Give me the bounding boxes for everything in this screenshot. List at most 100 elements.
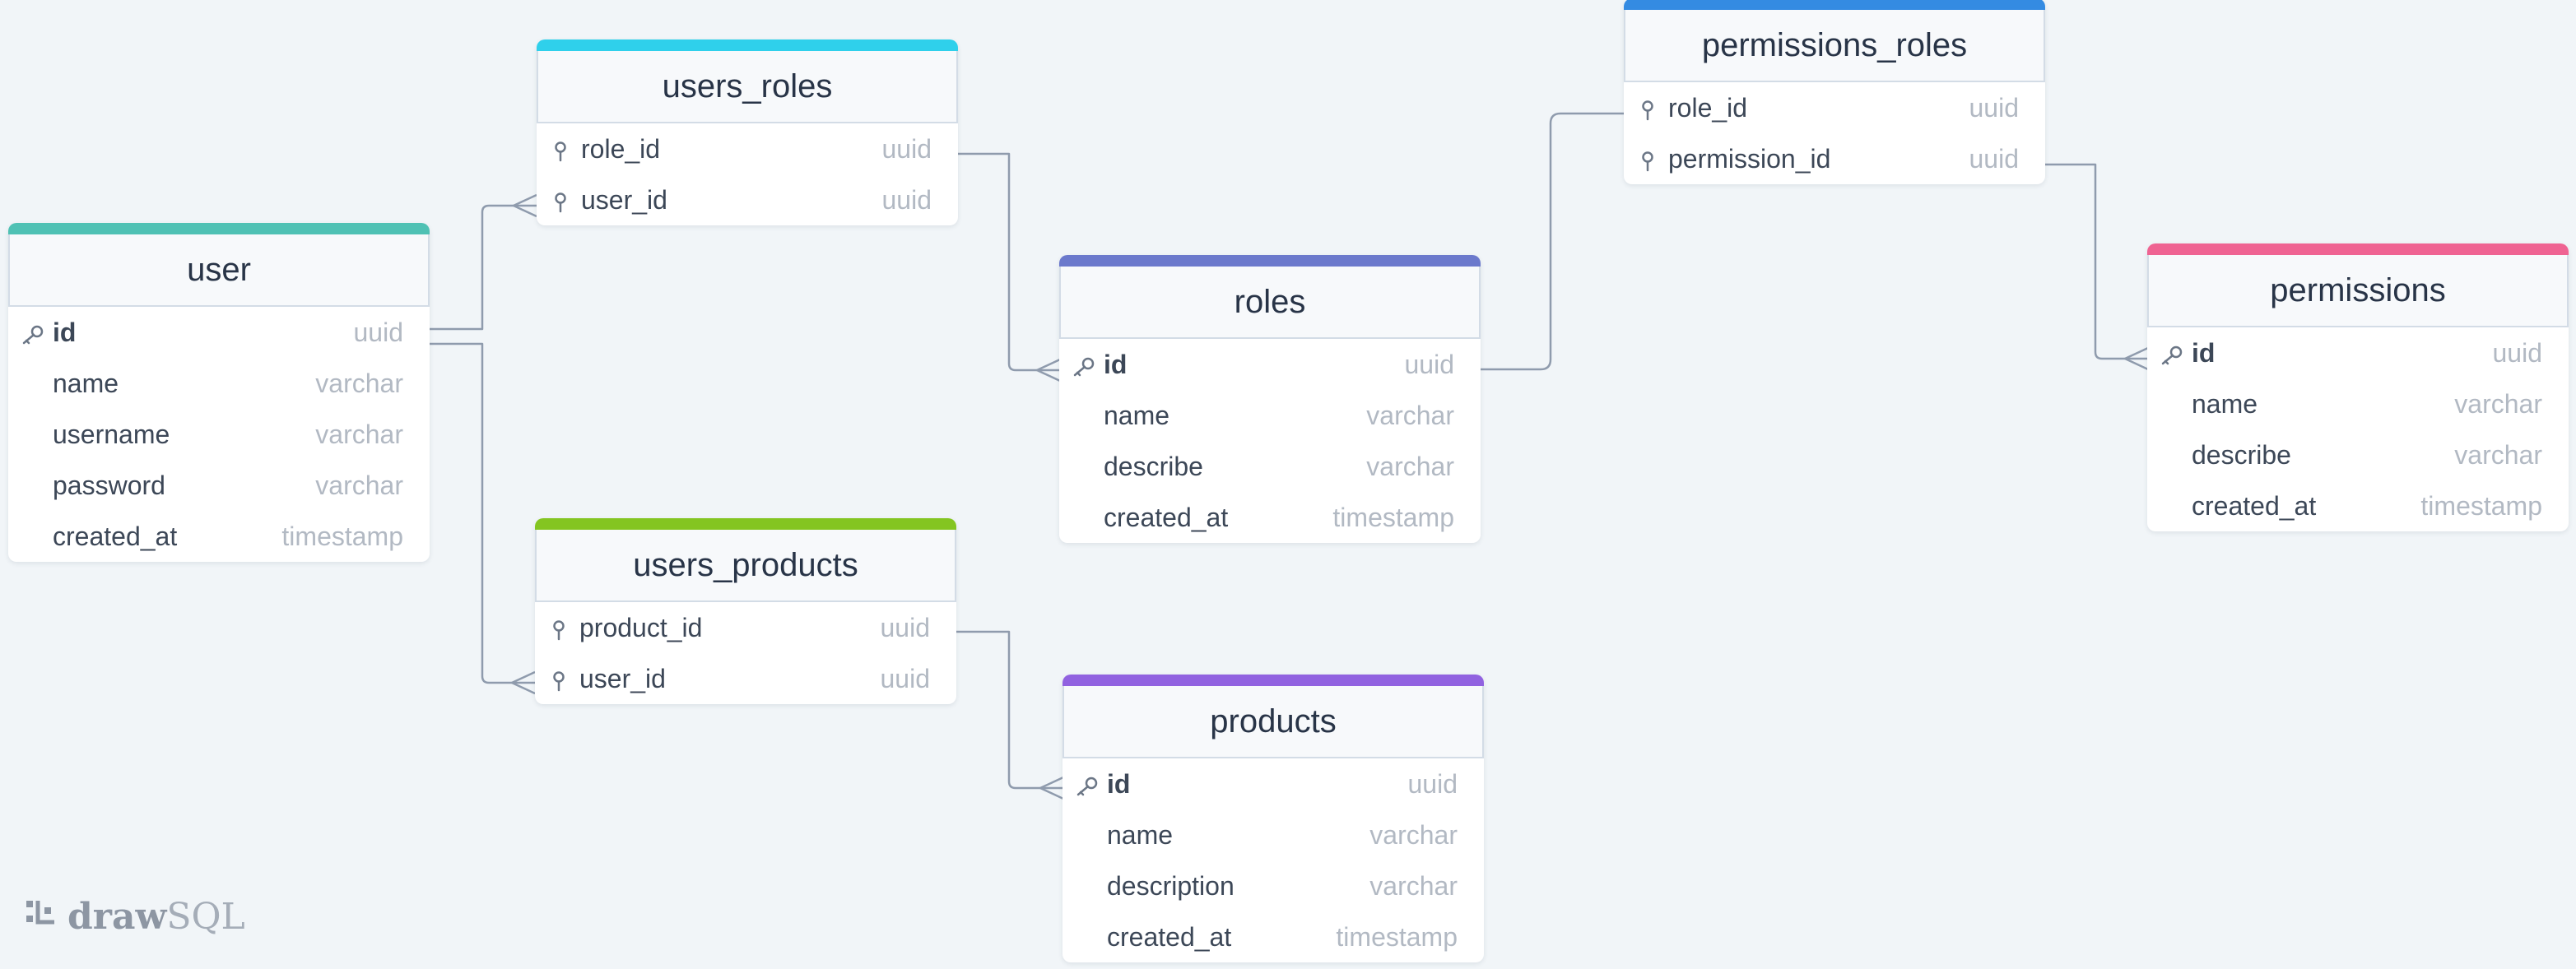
column-type: uuid bbox=[2492, 337, 2543, 368]
table-accent-bar bbox=[535, 518, 956, 530]
foreign-key-icon bbox=[546, 617, 571, 641]
column-name: created_at bbox=[2192, 490, 2317, 521]
column-name: created_at bbox=[1107, 921, 1232, 952]
table-title[interactable]: users_products bbox=[535, 530, 956, 602]
column-type: varchar bbox=[2454, 439, 2542, 470]
relation-users_roles-roles bbox=[958, 152, 1060, 372]
primary-key-icon bbox=[20, 322, 44, 345]
column-row-roles-id[interactable]: id uuid bbox=[1059, 339, 1481, 390]
foreign-key-icon bbox=[548, 189, 573, 213]
column-name: username bbox=[53, 419, 170, 449]
table-accent-bar bbox=[537, 39, 958, 51]
column-type: timestamp bbox=[1332, 502, 1454, 532]
table-title[interactable]: products bbox=[1062, 686, 1484, 758]
column-name: describe bbox=[1104, 451, 1203, 481]
table-accent-bar bbox=[1624, 0, 2045, 10]
column-row-roles-describe[interactable]: describe varchar bbox=[1059, 441, 1481, 492]
table-title[interactable]: permissions_roles bbox=[1624, 10, 2045, 82]
column-row-users_roles-user_id[interactable]: user_id uuid bbox=[537, 174, 958, 225]
column-type: varchar bbox=[315, 368, 403, 398]
drawsql-logo-icon bbox=[26, 901, 54, 925]
crowfoot-products-id bbox=[1039, 776, 1064, 800]
column-type: timestamp bbox=[281, 521, 403, 551]
table-accent-bar bbox=[1062, 675, 1484, 686]
column-name: id bbox=[1107, 768, 1131, 799]
column-type: uuid bbox=[1969, 143, 2020, 174]
table-accent-bar bbox=[1059, 255, 1481, 267]
column-name: id bbox=[1104, 349, 1128, 379]
column-name: name bbox=[1104, 400, 1170, 430]
column-type: uuid bbox=[881, 184, 932, 215]
column-row-user-username[interactable]: username varchar bbox=[8, 409, 430, 460]
column-row-users_products-product_id[interactable]: product_id uuid bbox=[535, 602, 956, 653]
table-accent-bar bbox=[2147, 243, 2569, 255]
column-name: user_id bbox=[581, 184, 667, 215]
table-title[interactable]: user bbox=[8, 234, 430, 307]
column-type: varchar bbox=[315, 419, 403, 449]
table-title[interactable]: permissions bbox=[2147, 255, 2569, 327]
column-name: describe bbox=[2192, 439, 2291, 470]
relation-roles-permissions_roles bbox=[1480, 112, 1625, 371]
primary-key-icon bbox=[2159, 342, 2183, 365]
column-row-products-name[interactable]: name varchar bbox=[1062, 809, 1484, 860]
column-type: varchar bbox=[1366, 451, 1454, 481]
crowfoot-permissions-id bbox=[2124, 346, 2149, 371]
crowfoot-users_products-user_id bbox=[511, 670, 536, 695]
column-row-permissions-describe[interactable]: describe varchar bbox=[2147, 429, 2569, 480]
column-type: varchar bbox=[1369, 819, 1458, 850]
foreign-key-icon bbox=[546, 668, 571, 692]
column-name: id bbox=[2192, 337, 2216, 368]
column-row-permissions-id[interactable]: id uuid bbox=[2147, 327, 2569, 378]
relation-users_products-products bbox=[956, 630, 1063, 790]
column-name: role_id bbox=[1668, 92, 1748, 123]
crowfoot-roles-id bbox=[1036, 358, 1061, 382]
column-name: name bbox=[1107, 819, 1174, 850]
column-type: varchar bbox=[2454, 388, 2542, 419]
foreign-key-icon bbox=[1635, 148, 1660, 172]
column-row-users_products-user_id[interactable]: user_id uuid bbox=[535, 653, 956, 704]
column-name: user_id bbox=[579, 663, 666, 693]
foreign-key-icon bbox=[548, 138, 573, 162]
relation-permissions_roles-permissions bbox=[2044, 163, 2148, 360]
column-name: password bbox=[53, 470, 165, 500]
logo-text-sql: SQL bbox=[166, 895, 245, 938]
column-type: timestamp bbox=[1336, 921, 1458, 952]
column-row-products-created_at[interactable]: created_at timestamp bbox=[1062, 911, 1484, 962]
column-name: product_id bbox=[579, 612, 703, 642]
column-name: id bbox=[53, 317, 77, 347]
column-name: description bbox=[1107, 870, 1235, 901]
column-type: uuid bbox=[880, 663, 931, 693]
column-type: uuid bbox=[880, 612, 931, 642]
relation-user-users_products bbox=[430, 342, 535, 684]
primary-key-icon bbox=[1071, 354, 1095, 377]
column-type: uuid bbox=[1404, 349, 1455, 379]
crowfoot-users_roles-user_id bbox=[513, 193, 537, 218]
table-accent-bar bbox=[8, 223, 430, 234]
table-title[interactable]: roles bbox=[1059, 267, 1481, 339]
foreign-key-icon bbox=[1635, 97, 1660, 121]
table-title[interactable]: users_roles bbox=[537, 51, 958, 123]
